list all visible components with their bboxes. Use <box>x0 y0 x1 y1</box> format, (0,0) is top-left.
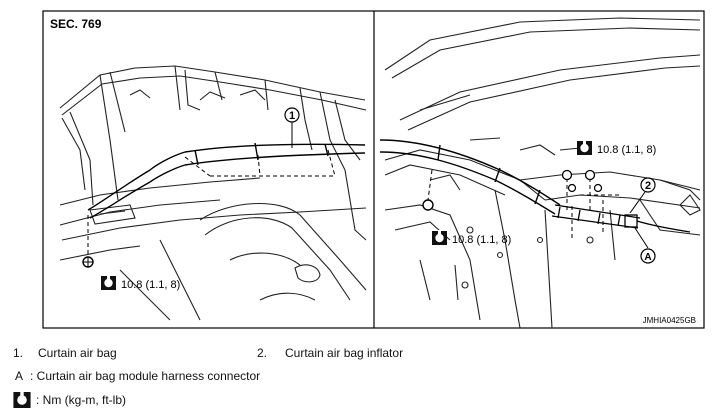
left-curtain-air-bag <box>87 142 366 219</box>
left-bolt <box>82 256 94 268</box>
callout-a: A <box>634 227 656 264</box>
legend-itemA-text: : Curtain air bag module harness connect… <box>30 369 261 383</box>
left-vehicle-drawing <box>59 65 367 321</box>
svg-text:2: 2 <box>645 180 651 192</box>
right-dashed-leaders <box>427 169 620 240</box>
torque-wrench-icon <box>101 275 116 290</box>
torque-wrench-icon <box>13 392 31 408</box>
torque-right-upper: 10.8 (1.1, 8) <box>597 144 656 156</box>
figure-code: JMHIA0425GB <box>643 316 696 325</box>
torque-right-lower: 10.8 (1.1, 8) <box>452 234 511 246</box>
legend-item2-number: 2. <box>257 346 268 360</box>
legend-torque-unit: : Nm (kg-m, ft-lb) <box>36 393 126 407</box>
right-bolt-mid <box>567 183 603 193</box>
left-dashed-leaders <box>87 149 336 255</box>
legend-itemA-symbol: A <box>15 369 24 383</box>
torque-wrench-icon <box>432 230 447 245</box>
svg-text:A: A <box>644 252 651 263</box>
right-vehicle-drawing <box>384 17 701 329</box>
right-bolt-upper-a <box>561 169 573 181</box>
torque-wrench-icon <box>577 140 592 155</box>
svg-text:1: 1 <box>289 110 295 122</box>
callout-1: 1 <box>284 107 300 148</box>
torque-left: 10.8 (1.1, 8) <box>121 279 180 291</box>
parts-diagram: SEC. 769 <box>42 10 705 329</box>
callout-2: 2 <box>629 177 656 214</box>
right-curtain-air-bag <box>379 139 561 215</box>
right-bolt-lower <box>422 199 434 211</box>
legend-item1-number: 1. <box>13 346 24 360</box>
legend-item1-text: Curtain air bag <box>38 346 117 360</box>
right-bolt-upper-b <box>584 169 596 181</box>
section-label: SEC. 769 <box>50 17 102 31</box>
air-bag-inflator <box>551 204 691 233</box>
legend-item2-text: Curtain air bag inflator <box>285 346 404 360</box>
